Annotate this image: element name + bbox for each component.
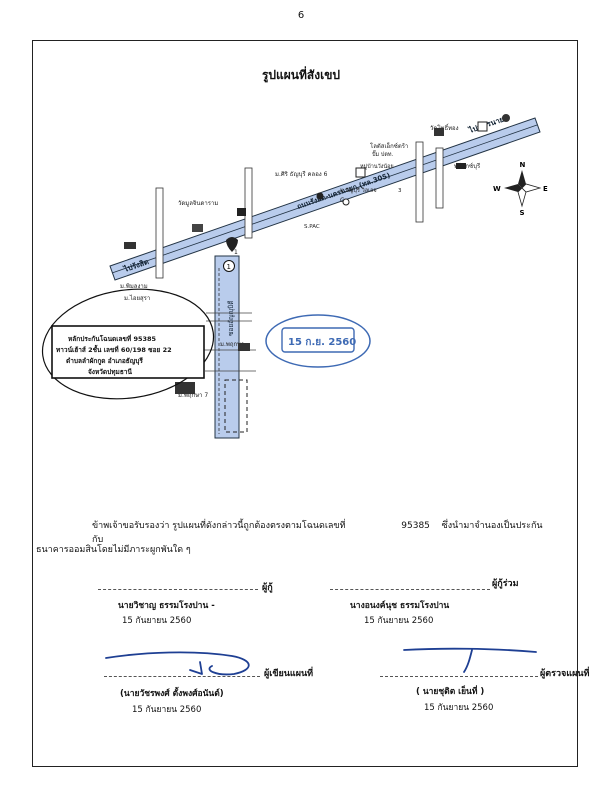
- drafter-signature: [105, 651, 250, 676]
- frame-top: [32, 40, 578, 41]
- soi-road: [214, 255, 240, 439]
- landmark-icon: [192, 224, 203, 232]
- place-label: วัดมูลจินดาราม: [178, 200, 218, 207]
- borrower-role: ผู้กู้: [262, 583, 273, 593]
- deed-info-box: [51, 325, 205, 379]
- deed-line-1: หลักประกันโฉนดเลขที่ 95385: [68, 333, 157, 343]
- location-marker: [223, 260, 235, 272]
- landmark-icon: [502, 114, 510, 122]
- co-borrower-role: ผู้กู้ร่วม: [492, 579, 519, 589]
- place-label: ม.ศิริ ธัญบุรี คลอง 6: [275, 170, 328, 178]
- place-label: ม.ไอยสุรา: [124, 294, 150, 302]
- main-road-centerline: [111, 124, 538, 274]
- borrower-date: 15 กันยายน 2560: [122, 616, 192, 626]
- place-label: โลตัสเอ็กซ์ตร้า: [370, 141, 408, 150]
- co-borrower-name: นางอนงค์นุช ธรรมโรงปาน: [350, 601, 450, 611]
- compass-n: N: [520, 161, 526, 169]
- frame-right: [577, 40, 578, 766]
- place-label: ม.พฤกษา 7: [178, 392, 208, 399]
- landmark-icon: [175, 382, 195, 394]
- place-label: G: [340, 197, 345, 204]
- hand-circle: [41, 288, 215, 400]
- road-label-soi: ซอยอัญญุบิตี: [227, 301, 235, 336]
- place-label: ม.พฤกษา: [220, 341, 244, 348]
- place-label: ปั๊ม ปตท.: [372, 150, 394, 158]
- sketch-map: ถนนรังสิต-นครนายก (ทล.305) ไปรังสิต ไปนค…: [41, 112, 548, 439]
- drafter-role: ผู้เขียนแผนที่: [264, 669, 314, 679]
- landmark-icon: [355, 167, 366, 178]
- certification-line-2: ธนาคารออมสินโดยไม่มีภาระผูกพันใด ๆ: [36, 545, 191, 555]
- landmark-icon: [434, 128, 444, 136]
- landmark-icon: [316, 192, 324, 200]
- certification-deed-no: 95385: [401, 521, 430, 531]
- page-title: รูปแผนที่สังเขป: [261, 68, 341, 82]
- place-label: วัดโพธิ์ทอง: [430, 123, 459, 132]
- place-label: พรีฟิกซ์บุรี: [454, 162, 481, 170]
- landmark-icon: [477, 121, 488, 132]
- location-pin-number: 1: [234, 249, 238, 256]
- drafter-date: 15 กันยายน 2560: [132, 705, 202, 715]
- deed-line-4: จังหวัดปทุมธานี: [88, 368, 132, 376]
- signature-line-borrower: [98, 589, 258, 590]
- page-number: 6: [297, 10, 305, 21]
- landmark-icon: [124, 242, 136, 249]
- certification-text-c: ซึ่งนำมาจำนองเป็นประกันกับ: [92, 521, 543, 545]
- borrower-name: นายวิชาญ ธรรมโรงปาน -: [118, 601, 215, 611]
- landmark-icon: [342, 198, 350, 206]
- side-road-left: [155, 187, 164, 279]
- side-road-far-right: [435, 147, 444, 209]
- place-label: 3: [398, 188, 402, 194]
- stamp-text: 15 ก.ย. 2560: [288, 337, 356, 348]
- landmark-icon: [238, 343, 250, 351]
- compass-icon: N S E W: [493, 161, 548, 217]
- place-label: S.PAC: [304, 224, 320, 230]
- property-lot: [224, 379, 248, 433]
- place-label: ม.พิมลงาม: [120, 283, 148, 290]
- certification-line-1: ข้าพเจ้าขอรับรองว่า รูปแผนที่ดังกล่าวนี้…: [92, 518, 552, 546]
- landmark-icon: [456, 163, 466, 169]
- side-road-right: [415, 141, 424, 223]
- location-pin-icon: [226, 237, 238, 252]
- frame-left: [32, 40, 33, 766]
- compass-w: W: [493, 185, 501, 193]
- drafter-name: (นายวัชรพงศ์ ตั้งพงศ์อนันต์): [120, 689, 224, 699]
- inspector-signature: [403, 647, 537, 673]
- side-road-mid: [244, 167, 253, 239]
- inspector-name: ( นายชุติต เย็นที่ ): [416, 687, 485, 697]
- co-borrower-date: 15 กันยายน 2560: [364, 616, 434, 626]
- inspector-role: ผู้ตรวจแผนที่: [540, 669, 590, 679]
- signature-line-inspector: [380, 676, 538, 677]
- date-stamp: 15 ก.ย. 2560: [265, 314, 371, 368]
- deed-line-3: ตำบลลำผักกูด อำเภอธัญบุรี: [66, 357, 143, 366]
- inspector-date: 15 กันยายน 2560: [424, 703, 494, 713]
- signature-line-co-borrower: [330, 589, 490, 590]
- signature-line-drafter: [104, 676, 260, 677]
- deed-line-2: ทาวน์เฮ้าส์ 2ชั้น เลขที่ 60/198 ซอย 22: [56, 344, 172, 354]
- certification-text-a: ข้าพเจ้าขอรับรองว่า รูปแผนที่ดังกล่าวนี้…: [92, 521, 346, 531]
- place-label: ม.ธัญบุรี วิลเลจ: [340, 187, 377, 194]
- compass-s: S: [520, 209, 525, 217]
- place-label: หมู่บ้านวังน้อย: [360, 163, 394, 170]
- landmark-icon: [237, 208, 246, 216]
- compass-e: E: [543, 185, 548, 193]
- frame-bottom: [32, 766, 578, 767]
- location-marker-number: 1: [227, 263, 231, 271]
